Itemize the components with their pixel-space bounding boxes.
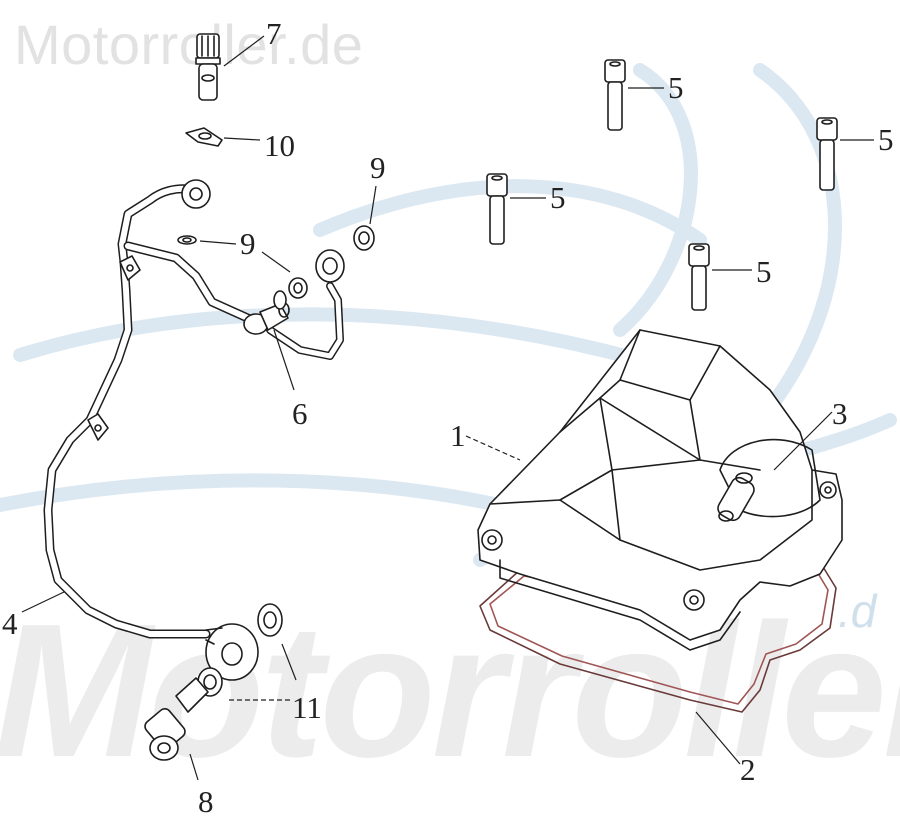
callout-4: 4	[2, 606, 18, 641]
breather-nipple-icon	[717, 472, 755, 522]
callout-5-b: 5	[550, 180, 566, 215]
callout-5-d: 5	[756, 254, 772, 289]
watermark-corner: .d	[838, 585, 877, 637]
callout-labels: 7 10 9 9 6 5 5 5 5 1 3 4 2 11 8	[2, 16, 894, 819]
callout-5-c: 5	[878, 122, 894, 157]
banjo-bolt-top-icon	[195, 33, 221, 101]
callout-10: 10	[264, 128, 295, 163]
callout-6: 6	[292, 396, 308, 431]
cylinder-head-cover-icon	[477, 329, 843, 651]
watermark-swoosh	[0, 63, 897, 567]
callout-9-right: 9	[370, 150, 386, 185]
watermark-top: Motorroller.de	[14, 13, 364, 76]
oil-pipe-icon	[43, 179, 345, 681]
bolt-icon	[486, 59, 838, 311]
callout-3: 3	[832, 396, 848, 431]
callout-7: 7	[266, 16, 282, 51]
callout-8: 8	[198, 784, 214, 819]
washer-clip-icon	[185, 127, 223, 147]
callout-2: 2	[740, 752, 756, 787]
callout-5-a: 5	[668, 70, 684, 105]
watermark-center: Motorroller	[0, 585, 900, 797]
banjo-bolt-bottom-icon	[144, 677, 209, 761]
callout-1: 1	[450, 418, 466, 453]
leader-lines	[21, 35, 874, 781]
callout-9-left: 9	[240, 226, 256, 261]
banjo-bolt-small-icon	[243, 302, 290, 335]
callout-11: 11	[292, 690, 322, 725]
sealing-washer-icon	[177, 225, 375, 310]
